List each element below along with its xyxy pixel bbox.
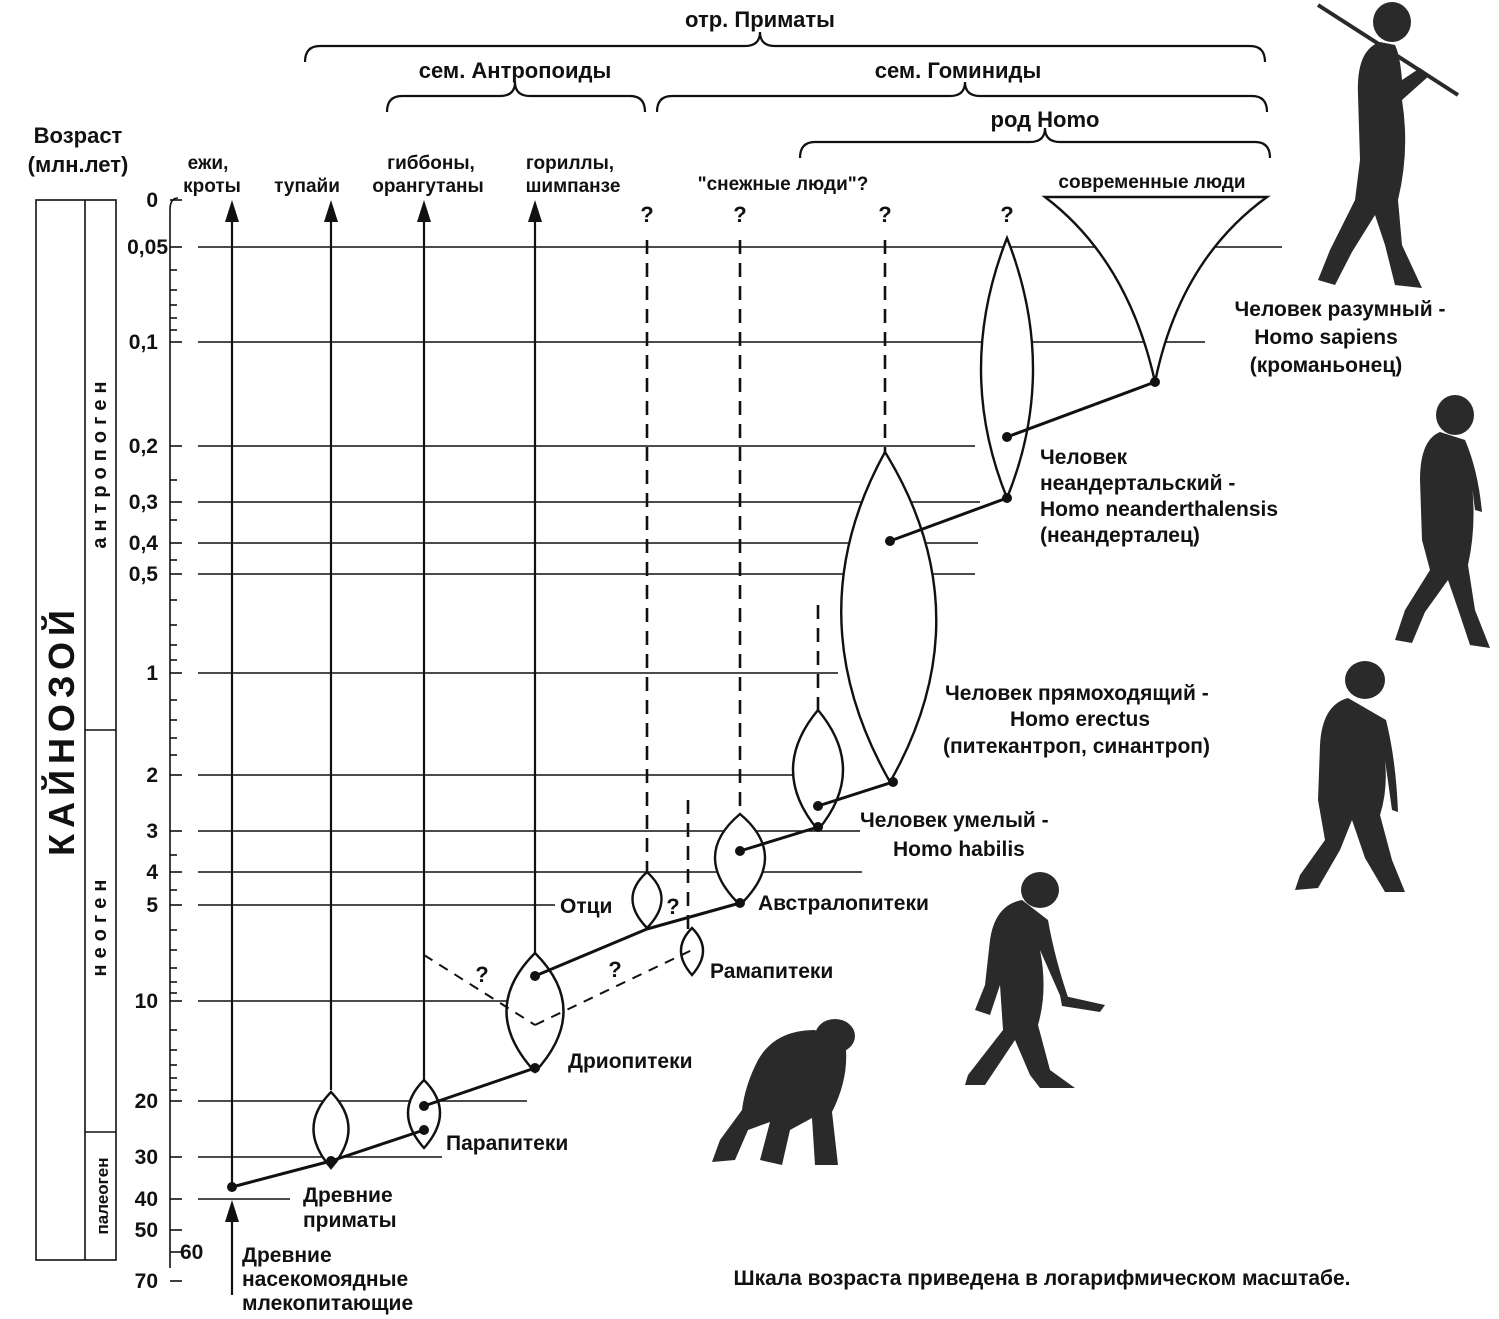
axis-tick-label: 5 xyxy=(146,894,158,917)
period-neogen: неоген xyxy=(89,874,111,977)
node-dots xyxy=(227,377,1160,1192)
axis-tick-label: 0,2 xyxy=(129,435,158,458)
question-marks: ? ? ? ? ? ? ? xyxy=(475,202,1013,987)
question-mark: ? xyxy=(640,202,653,227)
label-neanderthal-1: Человек xyxy=(1040,446,1128,469)
label-parapithecus: Парапитеки xyxy=(446,1132,568,1155)
axis-tick-label: 0,5 xyxy=(129,563,159,586)
lineage-hedgehogs: ежи, xyxy=(188,153,229,174)
axis-tick-label: 0,3 xyxy=(129,491,158,514)
lineage-snowmen: "снежные люди"? xyxy=(698,174,869,195)
primate-silhouette-icon xyxy=(965,872,1105,1088)
axis-tick-label: 4 xyxy=(146,861,158,884)
lineage-chimpanzees: шимпанзе xyxy=(526,176,621,197)
lineage-gorillas: гориллы, xyxy=(526,153,614,174)
label-habilis-1: Человек умелый - xyxy=(860,809,1049,832)
axis-tick-label: 0 xyxy=(146,189,158,212)
axis-tick-label: 0,1 xyxy=(129,331,159,354)
question-mark: ? xyxy=(878,202,891,227)
era-column xyxy=(35,199,117,1261)
label-sapiens-2: Homo sapiens xyxy=(1254,326,1398,349)
label-neanderthal-4: (неандерталец) xyxy=(1040,524,1200,547)
axis-tick-label: 2 xyxy=(146,764,158,787)
era-cenozoic: КАЙНОЗОЙ xyxy=(40,604,82,856)
label-sapiens-1: Человек разумный - xyxy=(1235,298,1446,321)
axis-tick-label: 30 xyxy=(135,1146,158,1169)
primate-silhouette-icon xyxy=(1295,661,1405,892)
label-ancient-primates-1: Древние xyxy=(303,1184,393,1207)
age-axis: 0 0,05 0,1 0,2 0,3 0,4 0,5 1 2 3 4 5 10 20 30 40 50 60 70 xyxy=(127,189,203,1293)
axis-tick-label: 60 xyxy=(180,1241,203,1264)
label-ancient-insectivores-3: млекопитающие xyxy=(242,1292,413,1315)
axis-tick-label: 0,05 xyxy=(127,236,168,259)
primate-silhouette-icon xyxy=(1395,395,1490,648)
label-ramapithecus: Рамапитеки xyxy=(710,960,833,983)
scale-note: Шкала возраста приведена в логарифмическ… xyxy=(733,1267,1350,1290)
axis-tick-label: 0,4 xyxy=(129,532,159,555)
period-paleogen: палеоген xyxy=(93,1158,112,1235)
lineage-gibbons: гиббоны, xyxy=(387,153,475,174)
label-sapiens-3: (кроманьонец) xyxy=(1250,354,1403,377)
question-mark: ? xyxy=(666,894,679,919)
axis-tick-label: 20 xyxy=(135,1090,158,1113)
period-anthropogen: антропоген xyxy=(89,375,111,548)
label-dryopithecus: Дриопитеки xyxy=(568,1050,693,1073)
genus-homo-label: род Homo xyxy=(991,107,1100,132)
primate-silhouette-icon xyxy=(712,1019,855,1165)
lineage-orangutans: орангутаны xyxy=(372,176,484,197)
axis-tick-label: 10 xyxy=(135,990,158,1013)
ancestry-links xyxy=(231,380,1156,1189)
axis-tick-label: 40 xyxy=(135,1188,158,1211)
taxon-lenses xyxy=(312,195,1271,1170)
label-ancient-primates-2: приматы xyxy=(303,1209,397,1232)
axis-tick-label: 3 xyxy=(146,820,158,843)
family-hominids-label: сем. Гоминиды xyxy=(875,58,1042,83)
family-anthropoids-label: сем. Антропоиды xyxy=(419,58,612,83)
primate-silhouette-icon xyxy=(1316,2,1460,288)
label-australopithecus: Австралопитеки xyxy=(758,892,929,915)
axis-tick-label: 50 xyxy=(135,1219,158,1242)
order-label: отр. Приматы xyxy=(685,7,835,32)
label-erectus-2: Homo erectus xyxy=(1010,708,1150,731)
lineage-tupai: тупайи xyxy=(274,176,340,197)
lineage-moles: кроты xyxy=(183,176,241,197)
label-habilis-2: Homo habilis xyxy=(893,838,1025,861)
label-fathers: Отци xyxy=(560,895,612,918)
label-neanderthal-3: Homo neanderthalensis xyxy=(1040,498,1278,521)
axis-unit: (млн.лет) xyxy=(28,152,129,177)
label-neanderthal-2: неандертальский - xyxy=(1040,472,1235,495)
label-ancient-insectivores-2: насекомоядные xyxy=(242,1268,408,1291)
question-mark: ? xyxy=(475,962,488,987)
axis-title: Возраст xyxy=(34,123,123,148)
label-ancient-insectivores-1: Древние xyxy=(242,1244,332,1267)
lineage-modern-humans: современные люди xyxy=(1058,172,1245,193)
axis-tick-label: 70 xyxy=(135,1270,158,1293)
question-mark: ? xyxy=(733,202,746,227)
taxonomy-brackets xyxy=(303,31,1272,159)
label-erectus-1: Человек прямоходящий - xyxy=(945,682,1209,705)
axis-tick-label: 1 xyxy=(146,662,158,685)
lineage-lines xyxy=(225,200,887,1295)
question-mark: ? xyxy=(1000,202,1013,227)
question-mark: ? xyxy=(608,957,621,982)
label-erectus-3: (питекантроп, синантроп) xyxy=(943,735,1210,758)
